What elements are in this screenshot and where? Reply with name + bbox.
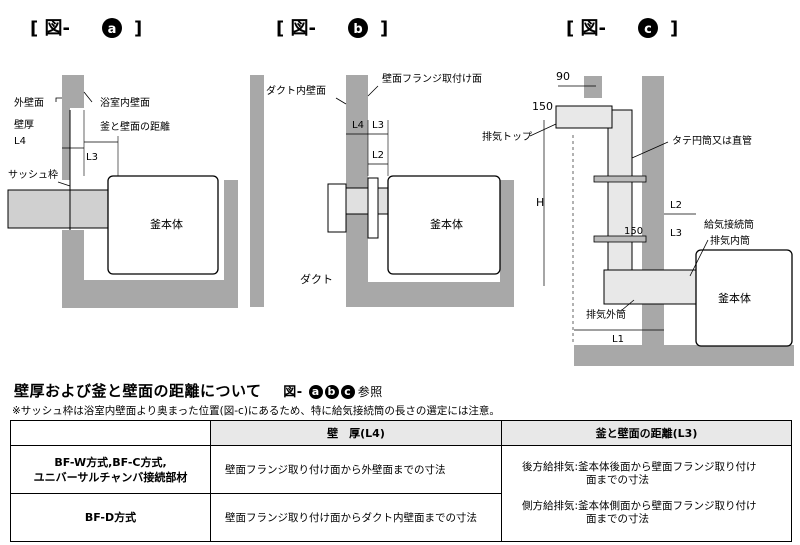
svg-text:排気内筒: 排気内筒 [710, 234, 750, 247]
figure-a-heading: [ 図- [30, 18, 70, 39]
svg-text:外壁面: 外壁面 [14, 96, 44, 109]
svg-text:釜本体: 釜本体 [430, 217, 463, 231]
figure-a-letter: a [108, 22, 117, 37]
svg-text:90: 90 [556, 70, 570, 83]
figure-a-badge [102, 18, 122, 38]
svg-text:[ 図-: [ 図- [566, 18, 606, 39]
caution-note: ※サッシュ枠は浴室内壁面より奥まった位置(図-c)にあるため、特に給気接続筒の長… [12, 405, 500, 417]
svg-text:ダクト内壁面: ダクト内壁面 [266, 84, 326, 97]
svg-text:L3: L3 [372, 120, 384, 131]
svg-text:釜本体: 釜本体 [718, 291, 751, 305]
flange [327, 183, 347, 233]
vertical-pipe [607, 109, 633, 301]
header-thickness: 壁 厚(L4) [210, 420, 502, 446]
svg-text:タテ円筒又は直管: タテ円筒又は直管 [672, 134, 752, 147]
thickness-bfd: 壁面フランジ取り付け面からダクト内壁面までの寸法 [210, 493, 502, 542]
right-wall [224, 180, 238, 280]
svg-text:L3: L3 [86, 152, 98, 163]
svg-text:H: H [536, 196, 544, 209]
svg-text:L3: L3 [670, 228, 682, 239]
exhaust-top [555, 105, 613, 129]
svg-text:釜本体: 釜本体 [150, 217, 183, 231]
svg-text:排気トップ: 排気トップ [482, 130, 532, 143]
header-distance: 釜と壁面の距離(L3) [501, 420, 792, 446]
floor-c [574, 345, 794, 366]
svg-text:150: 150 [532, 100, 553, 113]
svg-text:釜と壁面の距離: 釜と壁面の距離 [100, 120, 170, 133]
outer-wall-strip [62, 108, 70, 180]
bath-unit-body-c [695, 249, 793, 347]
svg-text:壁厚: 壁厚 [14, 118, 34, 131]
outer-wall-top [62, 75, 84, 108]
installation-diagrams: [ 図- a ] 釜本体 外壁面 浴室内壁面 壁厚 L4 釜と壁面の距離 L3 … [7, 18, 794, 366]
duct-pipe [7, 189, 109, 229]
svg-text:L2: L2 [372, 150, 384, 161]
svg-text:浴室内壁面: 浴室内壁面 [100, 96, 150, 109]
svg-text:[ 図-: [ 図- [276, 18, 316, 39]
bath-unit-body [107, 175, 219, 275]
svg-text:c: c [644, 22, 652, 37]
svg-text:ダクト: ダクト [300, 272, 333, 286]
svg-text:L4: L4 [352, 120, 364, 131]
svg-text:L2: L2 [670, 200, 682, 211]
svg-text:排気外筒: 排気外筒 [586, 308, 626, 321]
svg-text:壁面フランジ取付け面: 壁面フランジ取付け面 [382, 72, 482, 85]
svg-text:]: ] [380, 18, 388, 39]
figure-b: [ 図- b ] 釜本体 ダクト ダクト内壁面 壁面フランジ取付け面 L4 L3… [250, 18, 514, 307]
svg-text:]: ] [670, 18, 678, 39]
svg-text:給気接続筒: 給気接続筒 [704, 218, 754, 231]
duct-outer-wall [250, 75, 264, 307]
floor-b [346, 282, 514, 307]
bath-wall-c [642, 76, 664, 366]
svg-text:サッシュ枠: サッシュ枠 [8, 168, 58, 181]
type-bfd: BF-D方式 [10, 493, 211, 542]
svg-text:L1: L1 [612, 334, 624, 345]
thickness-bfw: 壁面フランジ取り付け面から外壁面までの寸法 [210, 445, 502, 494]
floor [62, 280, 238, 308]
svg-text:L4: L4 [14, 136, 26, 147]
bath-unit-body-b [387, 175, 501, 275]
dimension-table: 壁 厚(L4) 釜と壁面の距離(L3) BF-W方式,BF-C方式,ユニバーサル… [10, 420, 792, 542]
figure-a: [ 図- a ] 釜本体 外壁面 浴室内壁面 壁厚 L4 釜と壁面の距離 L3 … [7, 18, 238, 308]
svg-text:]: ] [134, 18, 142, 39]
figure-c: [ 図- c ] 釜本体 90 150 排気トップ タテ円筒又は直管 H L2 … [482, 18, 794, 366]
svg-text:150: 150 [624, 226, 643, 237]
distance-cell: 後方給排気:釜本体後面から壁面フランジ取り付け面までの寸法 側方給排気:釜本体側… [501, 445, 792, 542]
type-bfw: BF-W方式,BF-C方式,ユニバーサルチャンバ接続部材 [10, 445, 211, 494]
svg-text:b: b [353, 22, 362, 37]
